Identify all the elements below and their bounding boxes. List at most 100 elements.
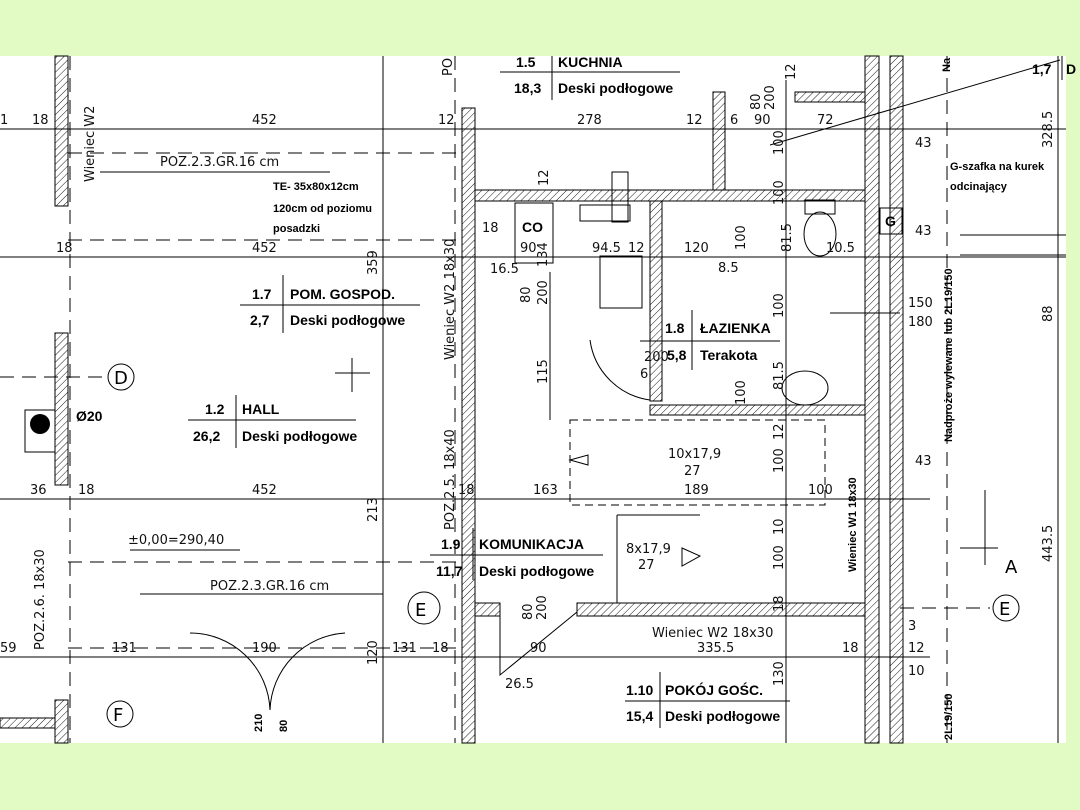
dimensions-text: 18 (482, 221, 499, 236)
rooms-text: 1.5 (516, 54, 536, 70)
notes-text: PO (441, 58, 456, 76)
dimensions-text: 26.5 (505, 677, 534, 692)
dimensions-text: 90 (520, 241, 537, 256)
notes-text: posadzki (273, 223, 320, 235)
dimensions-text: 100 (772, 180, 787, 205)
axis-label-f: F (113, 705, 123, 726)
dimension-lines (0, 56, 1066, 743)
dimensions-text: 150 (908, 296, 933, 311)
notes-text: 27 (638, 558, 655, 573)
dimensions-text: 12 (772, 423, 787, 440)
rooms-text: 1.7 (252, 286, 272, 302)
dimensions-text: 36 (30, 483, 47, 498)
notes-text: odcinający (950, 181, 1008, 193)
dimensions-text: 8.5 (718, 261, 739, 276)
axis-label-e: E (415, 600, 426, 621)
notes-text: Wieniec W1 18x30 (847, 477, 859, 572)
dimensions-text: 18 (32, 113, 49, 128)
dimensions-text: 100 (772, 545, 787, 570)
dimensions-text: 16.5 (490, 262, 519, 277)
dimensions-text: 443.5 (1041, 525, 1056, 562)
notes-text: POZ.2.5. 18x40 (443, 429, 458, 530)
axis-label-d: D (114, 368, 128, 389)
dimensions-text: 10 (772, 518, 787, 535)
dimensions-text: 452 (252, 113, 277, 128)
dimensions-text: 90 (530, 641, 547, 656)
rooms-text: POKÓJ GOŚC. (665, 681, 763, 698)
dimensions-text: 12 (686, 113, 703, 128)
dimensions-text: 81.5 (772, 361, 787, 390)
axis-markers: D E E F A (106, 358, 1020, 728)
rooms-text: D (1066, 61, 1076, 77)
dimensions-text: 359 (366, 250, 381, 275)
rooms-text: Deski podłogowe (242, 428, 357, 444)
dimensions-text: 200 (644, 350, 669, 365)
dimension-values: 1 18 452 12 278 12 6 90 72 43 18 452 18 … (0, 63, 1056, 732)
rooms-text: 1.2 (205, 401, 225, 417)
notes-text: CO (522, 219, 543, 235)
dimensions-text: 43 (915, 224, 932, 239)
axis-label-e-right: E (999, 599, 1010, 620)
drawing-sheet (0, 56, 1066, 743)
dimensions-text: 12 (628, 241, 645, 256)
dimensions-text: 3 (908, 619, 916, 634)
rooms-text: 18,3 (514, 80, 541, 96)
axis-label-a: A (1005, 557, 1018, 578)
notes-text: Wieniec W2 18x30 (652, 626, 773, 641)
rooms-text: POM. GOSPOD. (290, 286, 395, 302)
dimensions-text: 12 (908, 641, 925, 656)
dimensions-text: 80 (519, 286, 534, 303)
toilet-icon (803, 211, 837, 257)
notes-text: TE- 35x80x12cm (273, 181, 359, 193)
rooms-text: 5,8 (667, 347, 687, 363)
dimensions-text: 130 (772, 661, 787, 686)
fixtures (24, 171, 903, 711)
rooms-text: 11,7 (436, 563, 463, 579)
rooms-text: 1.10 (626, 682, 653, 698)
rooms-text: Terakota (700, 347, 758, 363)
dimensions-text: 100 (734, 380, 749, 405)
dimensions-text: 278 (577, 113, 602, 128)
dimensions-text: 189 (684, 483, 709, 498)
rooms-text: 15,4 (626, 708, 653, 724)
axis-marker-d (107, 363, 135, 391)
rooms-text: HALL (242, 401, 280, 417)
dimensions-text: 452 (252, 483, 277, 498)
dimensions-text: 18 (772, 595, 787, 612)
dimensions-text: 12 (438, 113, 455, 128)
notes-text: POZ.2.6. 18x30 (33, 549, 48, 650)
dimensions-text: 59 (0, 641, 17, 656)
notes-text: Wieniec W2 (83, 106, 98, 182)
dimensions-text: 90 (754, 113, 771, 128)
dimensions-text: 200 (535, 595, 550, 620)
dimensions-text: 12 (784, 63, 799, 80)
washbasin-icon (781, 370, 829, 406)
dimensions-text: 120 (684, 241, 709, 256)
rooms-text: Deski podłogowe (665, 708, 780, 724)
dimensions-text: 88 (1041, 305, 1056, 322)
axis-lines (0, 56, 990, 743)
rooms-text: KUCHNIA (558, 54, 623, 70)
dimensions-text: 18 (56, 241, 73, 256)
annotations: TE- 35x80x12cm 120cm od poziomu posadzki… (33, 57, 1045, 740)
room-pokoj-gosc: 1.10 POKÓJ GOŚC. 15,4 Deski podłogowe (625, 672, 790, 728)
walls (0, 55, 904, 744)
dimensions-text: 18 (458, 483, 475, 498)
dimensions-text: 100 (772, 293, 787, 318)
notes-text: 8x17,9 (626, 542, 671, 557)
dimensions-text: 80 (749, 93, 764, 110)
dimensions-text: 43 (915, 454, 932, 469)
dimensions-text: 335.5 (697, 641, 734, 656)
dimensions-text: 100 (772, 448, 787, 473)
notes-text: Wieniec W2 18x30 (443, 239, 458, 360)
notes-text: G-szafka na kurek (950, 161, 1045, 173)
dimensions-text: 134 (536, 242, 551, 267)
dimensions-text: 328.5 (1041, 111, 1056, 148)
rooms-text: 26,2 (193, 428, 220, 444)
rooms-text: Deski podłogowe (479, 563, 594, 579)
notes-text: 120cm od poziomu (273, 203, 372, 215)
